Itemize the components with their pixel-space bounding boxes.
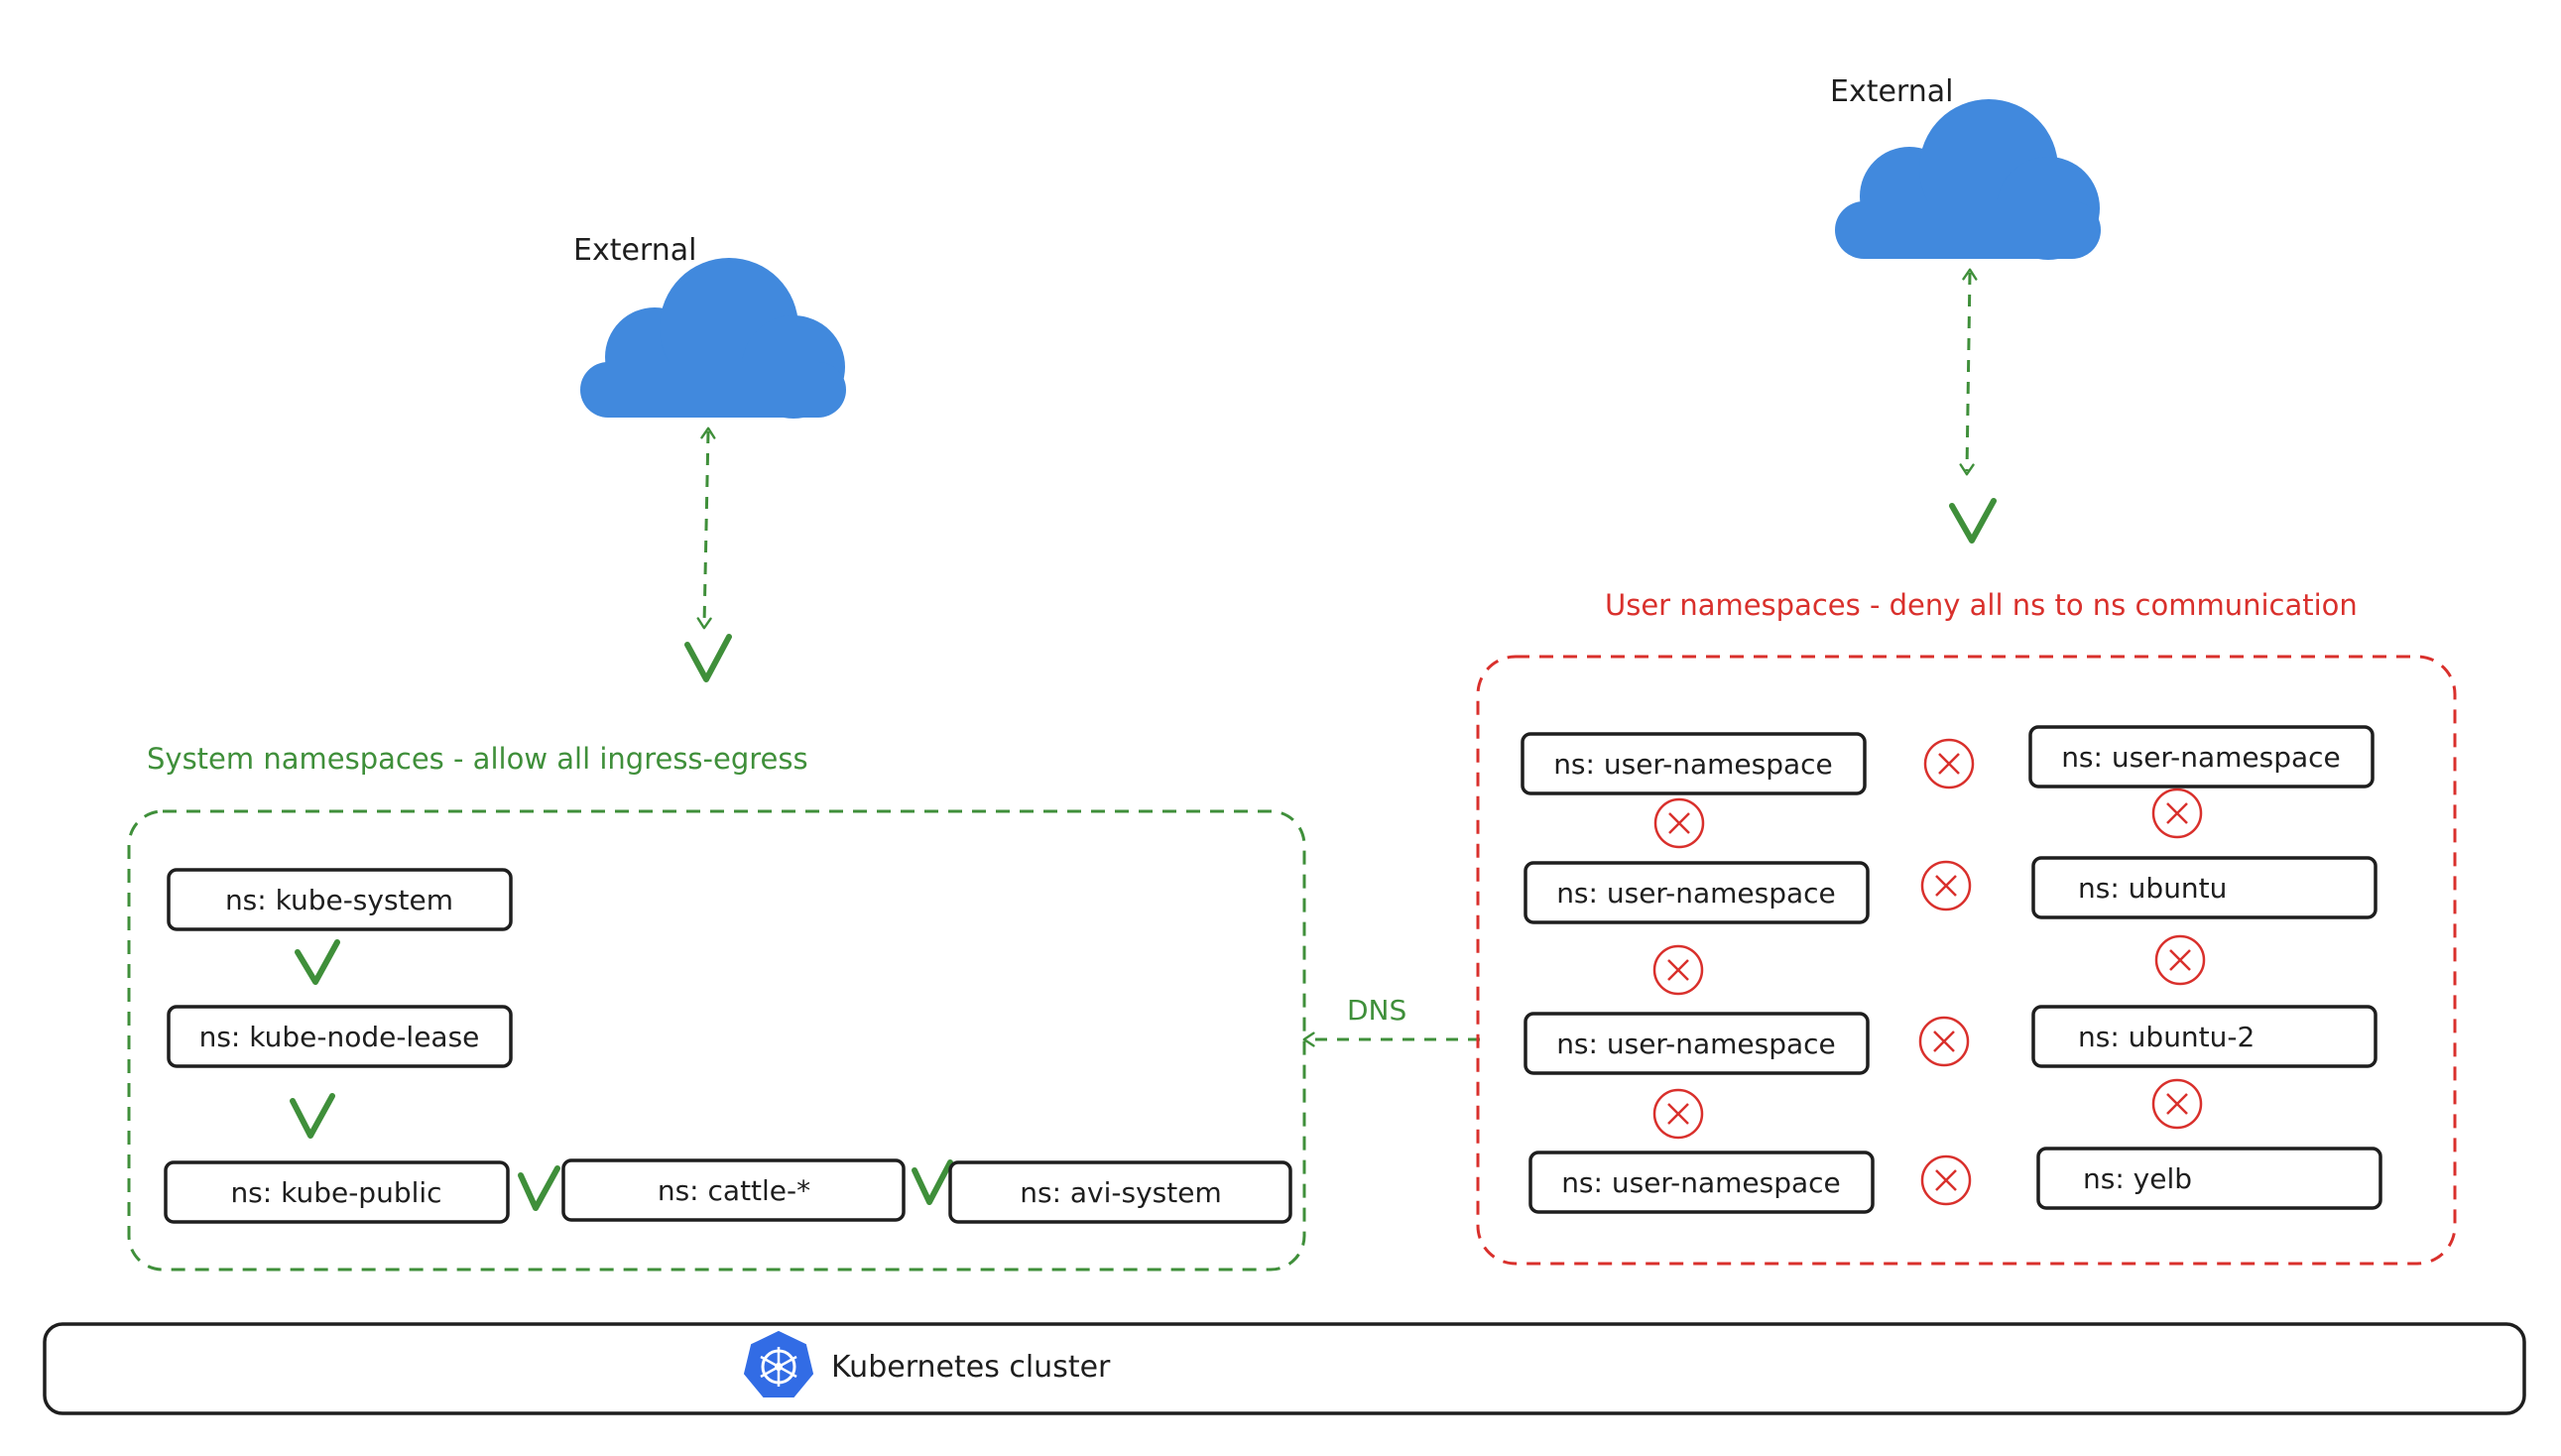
ns-node[interactable]: ns: user-namespace (1521, 732, 1867, 795)
ns-node-label: ns: ubuntu (2078, 872, 2227, 905)
external-right: External (1830, 74, 2101, 260)
allow-check-icon (684, 634, 732, 682)
ns-node-label: ns: yelb (2083, 1162, 2192, 1195)
external-left: External (573, 233, 846, 419)
deny-icon (1920, 1154, 1972, 1206)
ns-node[interactable]: ns: user-namespace (1524, 861, 1870, 924)
system-group-border (127, 809, 1306, 1272)
ns-node-label: ns: user-namespace (1556, 1028, 1836, 1060)
ns-node-label: ns: user-namespace (2061, 741, 2341, 774)
external-right-dashed-arrow (1959, 268, 1978, 476)
cloud-icon (1835, 99, 2101, 260)
ns-node[interactable]: ns: ubuntu (2031, 856, 2378, 919)
kubernetes-icon (743, 1330, 814, 1397)
ns-node-label: ns: kube-public (230, 1176, 441, 1209)
kubernetes-cluster: Kubernetes cluster (43, 1322, 2526, 1415)
deny-icon (1652, 1088, 1704, 1140)
deny-icon (1920, 860, 1972, 911)
ns-node-label: ns: user-namespace (1553, 748, 1833, 781)
ns-node-label: ns: user-namespace (1561, 1166, 1841, 1199)
ns-node-label: ns: kube-node-lease (199, 1021, 480, 1053)
ns-node-label: ns: kube-system (225, 884, 453, 916)
external-left-label: External (573, 233, 696, 268)
cloud-icon (580, 258, 846, 419)
ns-node[interactable]: ns: ubuntu-2 (2031, 1005, 2378, 1068)
external-right-link (1949, 268, 1997, 544)
ns-node-label: ns: cattle-* (658, 1174, 810, 1207)
system-namespaces-group: System namespaces - allow all ingress-eg… (127, 742, 1306, 1272)
deny-icon (2154, 934, 2206, 986)
ns-node[interactable]: ns: kube-system (167, 868, 513, 931)
ns-node[interactable]: ns: user-namespace (1528, 1151, 1875, 1214)
user-group-title: User namespaces - deny all ns to ns comm… (1605, 588, 2358, 622)
user-group-border (1476, 655, 2457, 1266)
cluster-border (43, 1322, 2526, 1415)
ns-node-label: ns: avi-system (1020, 1176, 1222, 1209)
allow-check-icon (1949, 498, 1997, 544)
external-left-link (684, 426, 732, 682)
ns-node[interactable]: ns: user-namespace (1524, 1012, 1870, 1075)
deny-icon (1652, 944, 1704, 996)
deny-icon (1923, 738, 1975, 789)
ns-node[interactable]: ns: kube-public (164, 1160, 510, 1224)
allow-check-icon (518, 1165, 560, 1211)
external-right-label: External (1830, 74, 1953, 109)
cluster-label: Kubernetes cluster (831, 1350, 1111, 1385)
ns-node-label: ns: user-namespace (1556, 877, 1836, 910)
deny-icon (1918, 1016, 1970, 1067)
dns-label: DNS (1347, 994, 1406, 1027)
ns-node[interactable]: ns: user-namespace (2028, 725, 2375, 789)
deny-icon (2151, 1078, 2203, 1130)
system-group-title: System namespaces - allow all ingress-eg… (147, 742, 808, 776)
allow-check-icon (290, 1093, 335, 1139)
dns-link: DNS (1302, 994, 1480, 1047)
ns-node[interactable]: ns: avi-system (948, 1160, 1292, 1224)
ns-node[interactable]: ns: cattle-* (561, 1158, 906, 1222)
allow-check-icon (295, 939, 340, 985)
external-left-dashed-arrow (696, 426, 716, 630)
allow-check-icon (912, 1159, 953, 1205)
deny-icon (2151, 788, 2203, 839)
ns-node-label: ns: ubuntu-2 (2078, 1021, 2255, 1053)
ns-node[interactable]: ns: yelb (2036, 1147, 2382, 1210)
ns-node[interactable]: ns: kube-node-lease (167, 1005, 513, 1068)
deny-icon (1653, 797, 1705, 849)
user-namespaces-group: User namespaces - deny all ns to ns comm… (1476, 588, 2457, 1266)
